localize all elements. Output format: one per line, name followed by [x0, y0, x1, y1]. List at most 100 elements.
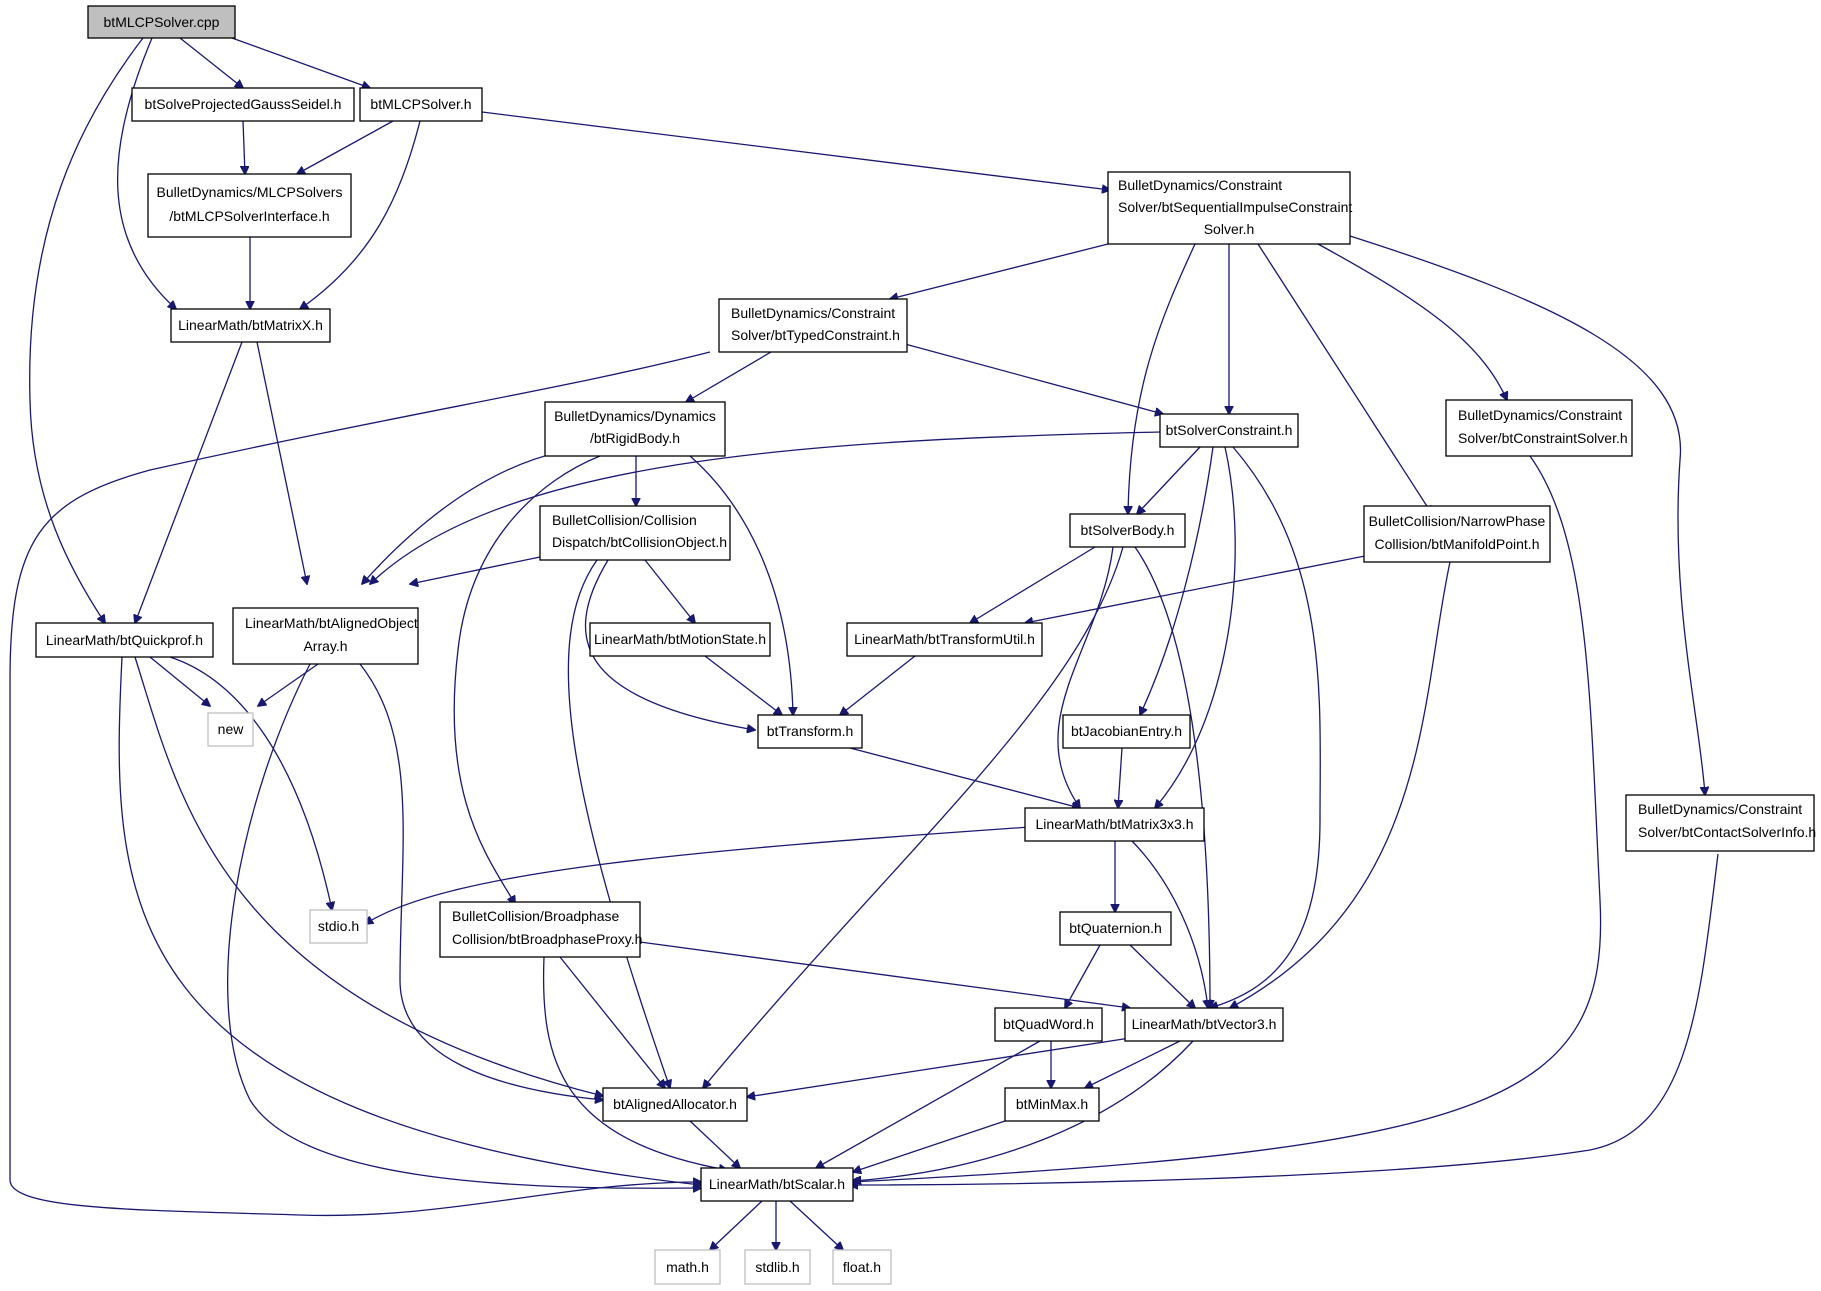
edge-matrixx-to-alignedobjectarray: [256, 341, 307, 584]
node-bttransformutil-h[interactable]: LinearMath/btTransformUtil.h: [846, 622, 1043, 657]
node-btminmax-h[interactable]: btMinMax.h: [1004, 1087, 1100, 1122]
edge-solverbody-to-vector3: [1134, 546, 1210, 1008]
node-btquaternion-h[interactable]: btQuaternion.h: [1059, 911, 1172, 946]
node-stdio-h[interactable]: stdio.h: [309, 909, 368, 944]
node-label: btSolveProjectedGaussSeidel.h: [145, 96, 342, 112]
node-btalignedobjectarray-h[interactable]: LinearMath/btAlignedObject Array.h: [232, 607, 419, 665]
edge-solverbody-to-matrix3x3: [1057, 546, 1114, 808]
node-btbroadphaseproxy-h[interactable]: BulletCollision/Broadphase Collision/btB…: [439, 901, 642, 958]
edge-sequential-to-manifoldpoint: [1257, 243, 1432, 514]
edge-vector3-to-scalar: [853, 1040, 1194, 1181]
node-label-line-1: BulletDynamics/Constraint: [1118, 177, 1282, 193]
node-label: btAlignedAllocator.h: [613, 1096, 737, 1112]
node-btsolverbody-h[interactable]: btSolverBody.h: [1069, 513, 1186, 548]
edge-broadphase-to-vector3: [639, 941, 1130, 1008]
node-label: btQuadWord.h: [1003, 1016, 1094, 1032]
node-label: math.h: [666, 1259, 709, 1275]
node-label: LinearMath/btMotionState.h: [594, 631, 766, 647]
node-label-line-2: Collision/btManifoldPoint.h: [1375, 536, 1540, 552]
node-btmatrix3x3-h[interactable]: LinearMath/btMatrix3x3.h: [1024, 807, 1205, 842]
edge-vector3-to-minmax: [1085, 1040, 1181, 1088]
node-label-line-1: BulletDynamics/Constraint: [1638, 801, 1802, 817]
node-label-line-1: BulletCollision/NarrowPhase: [1369, 513, 1546, 529]
edge-cpp-to-quickprof: [29, 37, 144, 623]
edge-manifoldpoint-to-vector3: [1230, 561, 1451, 1008]
node-btscalar-h[interactable]: LinearMath/btScalar.h: [700, 1167, 854, 1202]
edge-rigidbody-to-alignedobjectarray: [362, 451, 561, 584]
node-bttypedconstraint-h[interactable]: BulletDynamics/Constraint Solver/btTyped…: [718, 298, 908, 353]
edge-constraintsolver-to-scalar: [850, 455, 1602, 1182]
node-new[interactable]: new: [207, 712, 254, 747]
node-btrigidbody-h[interactable]: BulletDynamics/Dynamics /btRigidBody.h: [544, 401, 726, 457]
edge-alignedobjectarray-to-new: [258, 663, 319, 706]
edge-solverconstraint-to-vector3: [1210, 446, 1321, 1008]
dependency-edges: [9, 37, 1719, 1250]
edge-typed-to-rigidbody: [686, 351, 772, 402]
edge-contactsolverinfo-to-scalar: [850, 853, 1719, 1185]
node-btmlcpsolver-cpp[interactable]: btMLCPSolver.cpp: [87, 5, 236, 39]
node-btalignedallocator-h[interactable]: btAlignedAllocator.h: [602, 1087, 748, 1122]
node-label-line-2: /btMLCPSolverInterface.h: [169, 208, 329, 224]
edge-quickprof-to-scalar: [118, 656, 701, 1185]
node-label: btSolverConstraint.h: [1166, 422, 1293, 438]
edge-cpp-to-mlcpsolver-h: [231, 37, 370, 88]
node-btmlcpsolverinterface-h[interactable]: BulletDynamics/MLCPSolvers /btMLCPSolver…: [147, 173, 352, 238]
node-btmanifoldpoint-h[interactable]: BulletCollision/NarrowPhase Collision/bt…: [1363, 505, 1551, 563]
edge-collisionobject-to-motionstate: [644, 559, 695, 623]
node-label: new: [218, 721, 245, 737]
node-label: LinearMath/btQuickprof.h: [46, 632, 203, 648]
edge-matrixx-to-quickprof: [135, 341, 243, 623]
node-label: stdlib.h: [755, 1259, 799, 1275]
node-label-line-2: Solver/btConstraintSolver.h: [1458, 430, 1628, 446]
edge-solverconstraint-to-solverbody: [1137, 446, 1201, 514]
node-btvector3-h[interactable]: LinearMath/btVector3.h: [1124, 1007, 1284, 1042]
node-btmotionstate-h[interactable]: LinearMath/btMotionState.h: [589, 622, 771, 657]
edge-sequential-to-solverbody: [1128, 243, 1196, 514]
node-label-line-1: BulletDynamics/MLCPSolvers: [157, 184, 343, 200]
node-btsolverconstraint-h[interactable]: btSolverConstraint.h: [1159, 413, 1299, 448]
node-stdlib-h[interactable]: stdlib.h: [744, 1249, 811, 1285]
edge-collisionobject-to-alignedallocator: [567, 559, 670, 1088]
node-label: float.h: [843, 1259, 881, 1275]
edge-alignedallocator-to-scalar: [689, 1120, 740, 1168]
edge-cpp-to-gaussseidel: [179, 37, 243, 88]
edge-minmax-to-scalar: [853, 1120, 1006, 1172]
node-label-line-2: Dispatch/btCollisionObject.h: [552, 534, 727, 550]
edge-typed-to-solverconstraint: [904, 343, 1163, 414]
node-btjacobianentry-h[interactable]: btJacobianEntry.h: [1062, 714, 1191, 749]
node-label-line-3: Solver.h: [1204, 221, 1255, 237]
node-float-h[interactable]: float.h: [832, 1249, 892, 1285]
node-label-line-1: BulletDynamics/Constraint: [731, 305, 895, 321]
node-btconstraintsolver-h[interactable]: BulletDynamics/Constraint Solver/btConst…: [1445, 399, 1633, 457]
node-bttransform-h[interactable]: btTransform.h: [757, 714, 863, 749]
edge-solverconstraint-to-jacobian: [1140, 446, 1214, 715]
node-btcollisionobject-h[interactable]: BulletCollision/Collision Dispatch/btCol…: [539, 505, 731, 561]
node-btmatrixx-h[interactable]: LinearMath/btMatrixX.h: [170, 308, 331, 343]
node-label-line-1: BulletCollision/Collision: [552, 512, 697, 528]
node-label-line-2: /btRigidBody.h: [590, 430, 680, 446]
edge-solverbody-to-transformutil: [970, 546, 1096, 623]
node-btquadword-h[interactable]: btQuadWord.h: [994, 1007, 1103, 1042]
node-btcontactsolverinfo-h[interactable]: BulletDynamics/Constraint Solver/btConta…: [1625, 794, 1816, 852]
edge-sequential-to-contactsolverinfo: [1349, 235, 1705, 795]
node-math-h[interactable]: math.h: [654, 1249, 721, 1285]
edge-matrix3x3-to-vector3: [1131, 840, 1208, 1008]
node-btmlcpsolver-h[interactable]: btMLCPSolver.h: [359, 87, 483, 122]
edge-solverconstraint-to-alignedobjectarray: [370, 431, 1161, 584]
edge-sequential-to-typedconstraint: [890, 243, 1109, 299]
edge-transform-to-matrix3x3: [849, 747, 1080, 808]
node-btsequentialimpulseconstraintsolver-h[interactable]: BulletDynamics/Constraint Solver/btSeque…: [1107, 171, 1352, 245]
node-label: btMLCPSolver.cpp: [104, 14, 220, 30]
edge-quaternion-to-vector3: [1129, 944, 1195, 1008]
file-nodes: btMLCPSolver.cpp btSolveProjectedGaussSe…: [35, 5, 1816, 1285]
edge-quickprof-to-stdio: [169, 656, 332, 910]
edge-vector3-to-alignedallocator: [747, 1037, 1131, 1097]
node-label-line-1: BulletDynamics/Dynamics: [554, 408, 716, 424]
node-btquickprof-h[interactable]: LinearMath/btQuickprof.h: [35, 622, 214, 658]
node-label: btMLCPSolver.h: [370, 96, 471, 112]
node-btsolveprojectedgaussseidel-h[interactable]: btSolveProjectedGaussSeidel.h: [131, 87, 355, 122]
node-label: btTransform.h: [767, 723, 854, 739]
node-label: LinearMath/btMatrix3x3.h: [1036, 816, 1194, 832]
edge-alignedobjectarray-to-scalar: [227, 663, 701, 1188]
